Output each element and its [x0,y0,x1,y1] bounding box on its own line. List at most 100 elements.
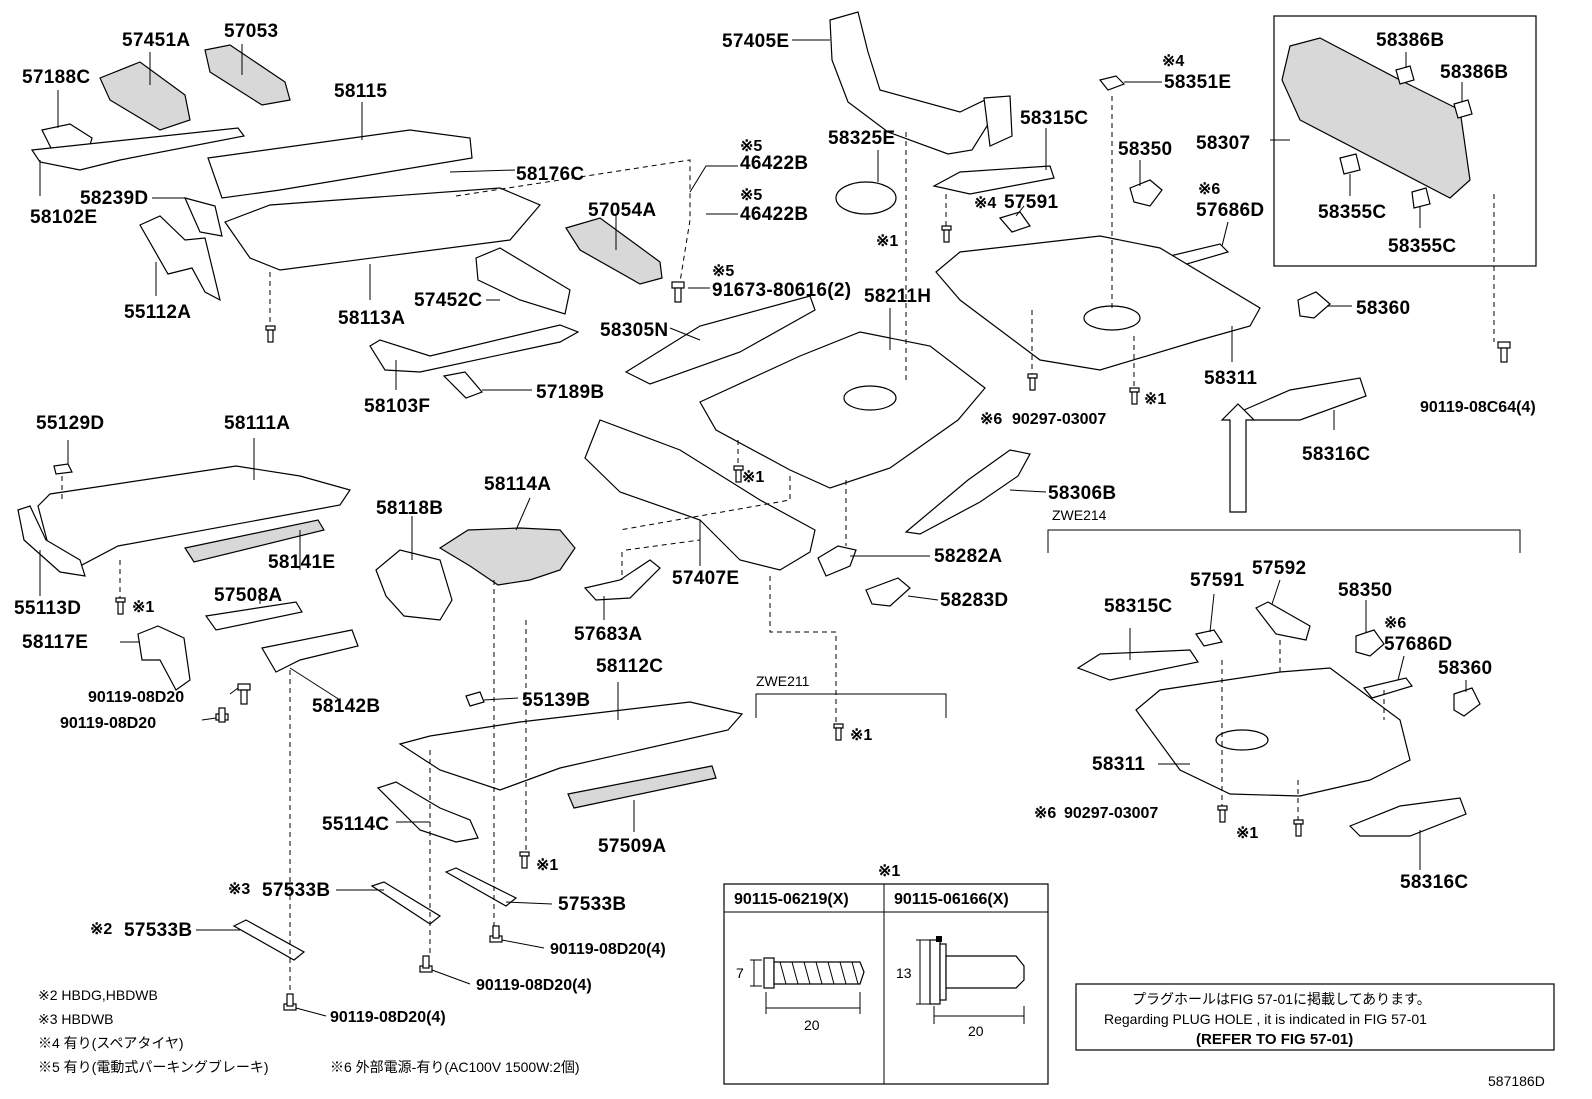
label-55129D: 55129D [36,413,104,434]
part-57053 [204,44,291,106]
label-58350-1: 58350 [1118,139,1172,160]
label-57054A: 57054A [588,200,656,221]
label-55112A: 55112A [124,302,191,323]
label-57686D-1: 57686D [1196,200,1264,221]
label-55114C: 55114C [322,814,389,835]
leader-line [295,1007,327,1017]
part-57509A [567,765,717,809]
label-57591-1: 57591 [1004,192,1058,213]
legend-2: ※2 HBDG,HBDWB [38,987,158,1003]
label-58311-1: 58311 [1204,368,1257,389]
label-58282A: 58282A [934,546,1002,567]
part-57533B-2 [232,919,306,961]
part-58306B [904,449,1031,535]
label-58316C-2: 58316C [1400,872,1468,893]
part-58114A [438,527,576,586]
section-zwe214: ZWE214 [1052,507,1107,523]
legend-5: ※5 有り(電動式パーキングブレーキ) [38,1059,269,1075]
part-58115 [207,129,473,199]
part-57508A [184,519,325,563]
part-57189B [442,371,484,399]
bolt-icon [519,851,530,869]
label-58211H: 58211H [864,286,931,307]
part-58316C-1 [1242,377,1367,421]
marker-6c: ※6 [1384,615,1406,632]
label-58315C-2: 58315C [1104,596,1172,617]
label-58112C: 58112C [596,656,663,677]
notice-box [1075,983,1555,1051]
label-58102E: 58102E [30,207,97,228]
label-58360-1: 58360 [1356,298,1410,319]
leader-line [431,969,471,985]
marker-4a: ※4 [1162,53,1184,70]
label-55139B: 55139B [522,690,590,711]
label-58386B-1: 58386B [1376,30,1444,51]
label-58113A: 58113A [338,308,405,329]
label-46422B-2: 46422B [740,204,808,225]
label-57452C: 57452C [414,290,482,311]
label-57405E: 57405E [722,31,789,52]
part-57533B-right [444,867,518,907]
bolt-1-width: 20 [804,1017,820,1033]
marker-1-r2: ※1 [1236,825,1258,842]
label-58311-2: 58311 [1092,754,1145,775]
part-58113A [224,187,541,271]
bolt-table-title: ※1 [878,863,900,880]
part-58283D [865,577,911,607]
marker-5b: ※5 [740,187,762,204]
part-57591-1 [998,211,1031,233]
label-58325E: 58325E [828,128,895,149]
leader-line [201,717,217,721]
section-zwe211: ZWE211 [756,673,810,689]
part-57533B-3 [370,881,442,925]
label-90119-08D20-4a: 90119-08D20(4) [550,941,666,958]
part-58350-1 [1129,179,1163,207]
label-58316C-1: 58316C [1302,444,1370,465]
dashed-connector [619,476,791,531]
label-58117E: 58117E [22,632,88,653]
part-55139B [465,691,485,707]
label-91673-80616: 91673-80616(2) [712,280,851,301]
bolt-2-width: 20 [968,1023,984,1039]
bolt-icon [1293,819,1304,837]
label-90119-08D20-4c: 90119-08D20(4) [330,1009,446,1026]
legend-4: ※4 有り(スペアタイヤ) [38,1035,184,1051]
part-58355C-1 [1339,153,1361,175]
bolt-icon [1027,373,1038,391]
dim-line-1w [765,992,861,1014]
leader-line [1221,221,1229,247]
bolt-table-col2: 90115-06166(X) [894,891,1009,908]
label-58111A: 58111A [224,413,290,434]
part-57054A [565,217,663,285]
label-58307: 58307 [1196,133,1250,154]
part-58350-2 [1355,629,1385,657]
inset-58307-frame [1273,15,1537,267]
label-58115: 58115 [334,81,387,102]
label-57189B: 57189B [536,382,604,403]
notice-line-3: (REFER TO FIG 57-01) [1196,1031,1353,1048]
label-58118B: 58118B [376,498,443,519]
label-90119-08C64: 90119-08C64(4) [1420,399,1536,416]
label-58386B-2: 58386B [1440,62,1508,83]
part-58360-2 [1453,687,1481,717]
part-57405E-right [983,95,1013,147]
part-57686D-2 [1362,677,1413,699]
zwe214-bracket [1047,529,1521,553]
bolt-icon [237,683,251,705]
bolt-icon [833,723,844,741]
bolt-icon [671,281,685,303]
label-58142B: 58142B [312,696,380,717]
marker-3: ※3 [228,881,250,898]
part-57452C [475,247,571,315]
label-58305N: 58305N [600,320,668,341]
part-58239D [183,197,223,237]
bolt-icon [1497,341,1511,363]
legend-6: ※6 外部電源-有り(AC100V 1500W:2個) [330,1059,579,1075]
marker-4b: ※4 [974,195,996,212]
label-90119-08D20-4b: 90119-08D20(4) [476,977,592,994]
part-58315C-1 [932,165,1055,195]
label-57533B-1: 57533B [262,880,330,901]
leader-line [1009,489,1047,493]
marker-5a: ※5 [740,138,762,155]
bolt-1-height: 7 [736,965,744,981]
